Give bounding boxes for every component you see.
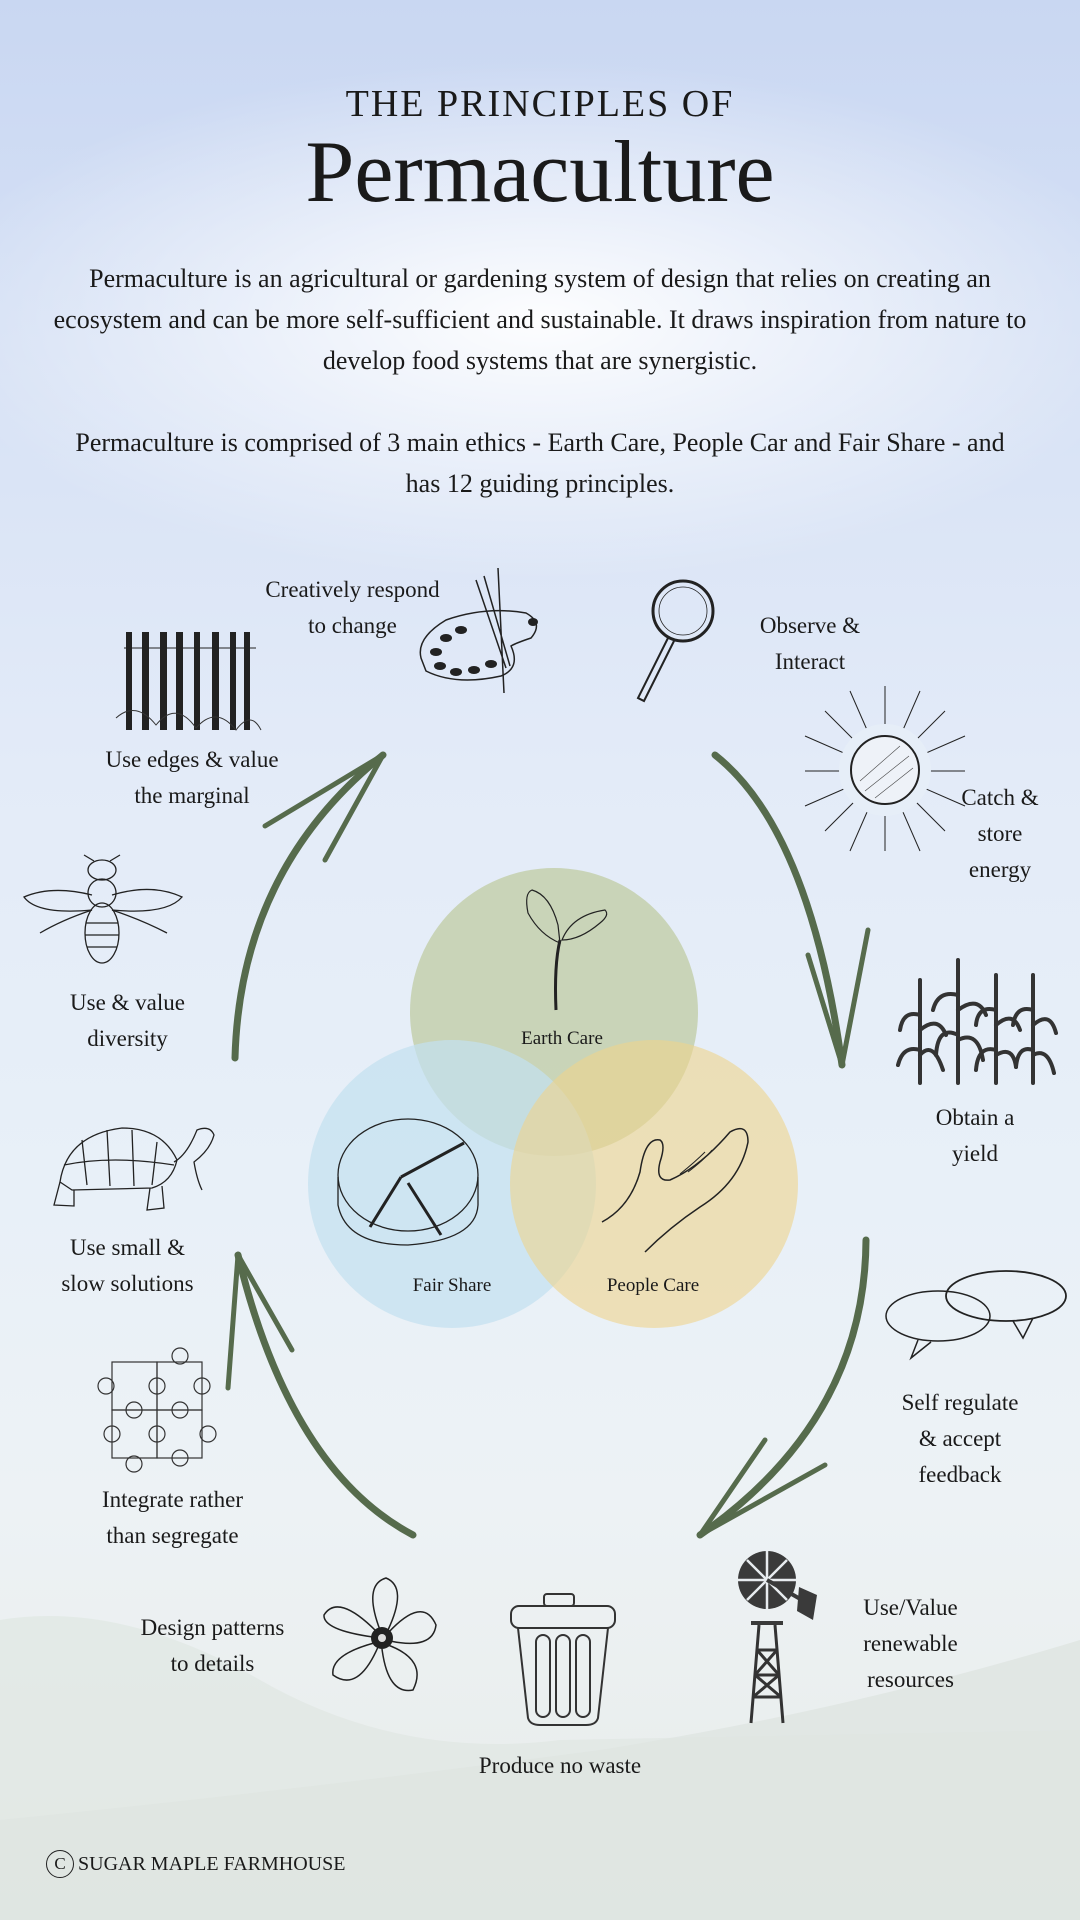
puzzle-icon [97,1347,217,1473]
ethic-label-fair-share: Fair Share [412,1275,492,1296]
speech-bubbles-icon [885,1270,1067,1361]
ethics-paragraph: Permaculture is comprised of 3 main ethi… [75,428,1005,498]
principle-small-slow: Use small & slow solutions [61,1235,194,1296]
principle-obtain-yield: Obtain a yield [935,1105,1015,1166]
ethic-label-earth-care: Earth Care [521,1028,603,1049]
copyright-icon: C [46,1850,74,1878]
sun-icon [804,686,966,852]
hand-icon [601,1127,749,1253]
bee-icon [22,854,184,964]
principle-creatively-respond: Creatively respond to change [265,577,440,638]
corn-icon [896,958,1058,1085]
principle-catch-store-energy: Catch & store energy [961,785,1039,882]
pie-icon [337,1118,479,1246]
windmill-icon [738,1551,817,1724]
brand-name: SUGAR MAPLE FARMHOUSE [78,1852,346,1875]
principle-use-value-diversity: Use & value diversity [70,990,185,1051]
principle-self-regulate: Self regulate & accept feedback [901,1390,1019,1487]
fence-icon [115,632,262,731]
principle-renewable-resources: Use/Value renewable resources [863,1595,958,1692]
tortoise-icon [53,1127,215,1211]
principle-integrate: Integrate rather than segregate [101,1487,244,1548]
title-eyebrow: THE PRINCIPLES OF [345,83,735,125]
principle-use-edges: Use edges & value the marginal [105,747,279,808]
palette-icon [419,567,538,694]
page-title: Permaculture [305,124,775,221]
principle-produce-no-waste: Produce no waste [478,1753,642,1778]
ethic-label-people-care: People Care [606,1275,700,1296]
principle-observe-interact: Observe & Interact [759,613,861,674]
magnifying-glass-icon [636,579,715,703]
principle-design-patterns: Design patterns to details [140,1615,285,1676]
footer-credit: C SUGAR MAPLE FARMHOUSE [46,1850,345,1878]
trash-can-icon [510,1593,616,1726]
flower-icon [323,1577,437,1692]
ethic-circle-people-care [510,1040,798,1328]
intro-paragraph: Permaculture is an agricultural or garde… [53,264,1027,375]
seedling-icon [526,889,608,1011]
